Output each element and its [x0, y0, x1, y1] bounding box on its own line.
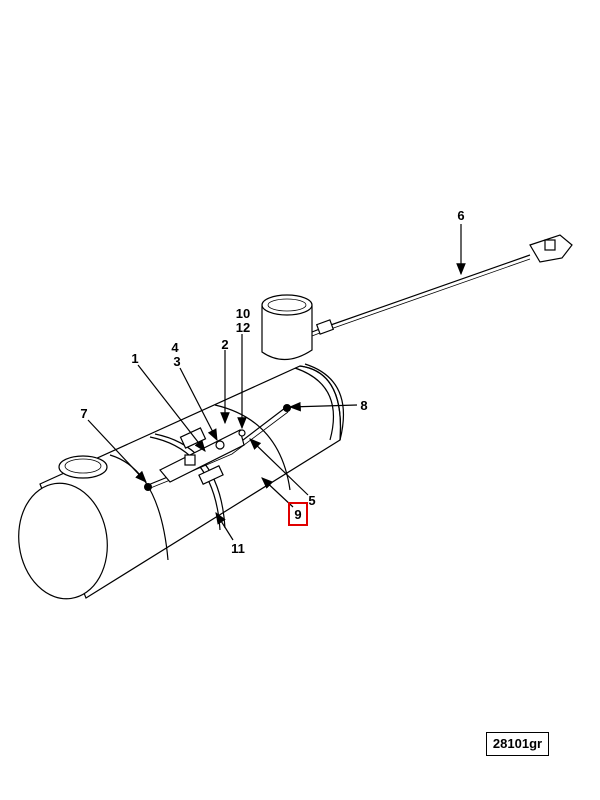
callout-5: 5 [308, 493, 315, 508]
callout-6: 6 [457, 208, 464, 223]
callout-1: 1 [131, 351, 138, 366]
grommet-7 [144, 483, 152, 491]
grommet-8 [283, 404, 291, 412]
callout-4: 4 [171, 340, 179, 355]
callout-8: 8 [360, 398, 367, 413]
muffler-tank [18, 363, 344, 600]
callout-7: 7 [80, 406, 87, 421]
reference-code: 28101gr [486, 732, 549, 756]
callout-2: 2 [221, 337, 228, 352]
highlight-box [288, 502, 308, 526]
callout-3: 3 [173, 354, 180, 369]
callout-11: 11 [231, 541, 245, 556]
leader-lines [87, 224, 466, 541]
sensor-harness [144, 234, 573, 491]
outlet-pipe [261, 294, 313, 361]
callout-12: 12 [236, 320, 250, 335]
callout-10: 10 [236, 306, 250, 321]
callout-9[interactable]: 9 [294, 507, 301, 522]
